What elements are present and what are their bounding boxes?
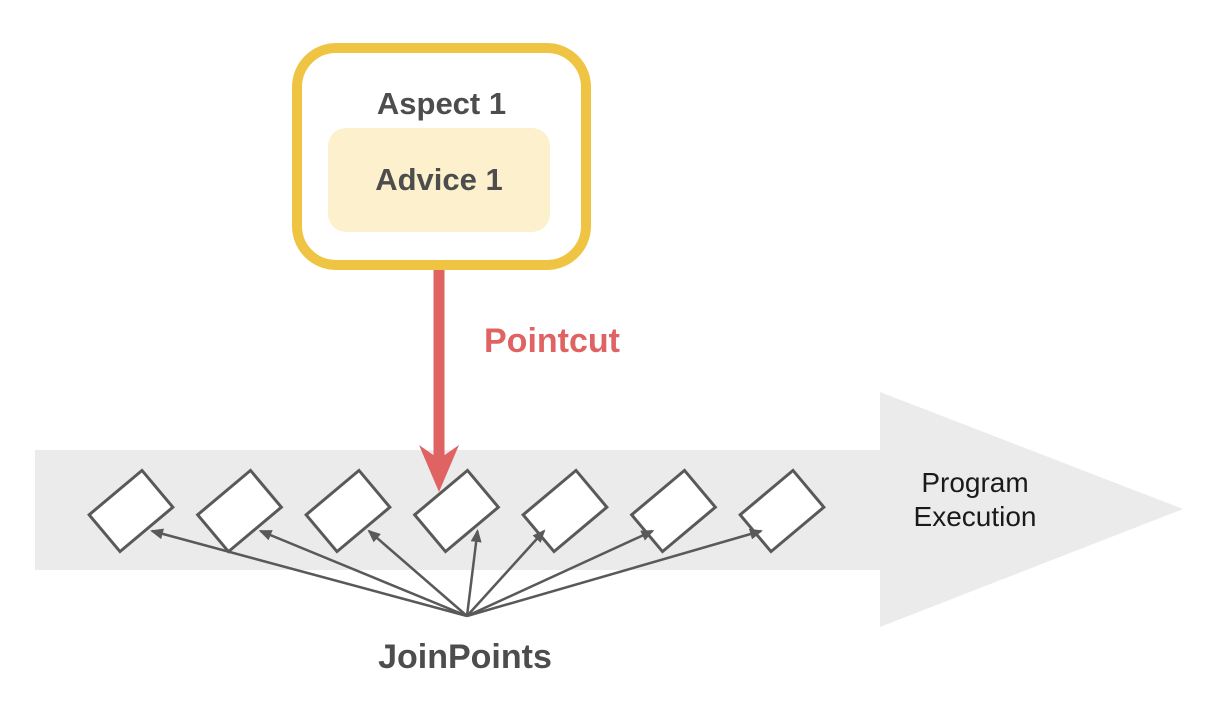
pointcut-label: Pointcut [484,322,620,360]
joinpoint-fan-arrow [466,528,763,618]
aspect-label: Aspect 1 [376,86,507,121]
joinpoints-label: JoinPoints [378,638,552,676]
pointcut-arrow-head [419,445,459,492]
advice-label: Advice 1 [375,162,503,197]
joinpoint-fan-arrow [465,529,482,617]
program-execution-label: Program Execution [913,467,1037,532]
joinpoint-fan-arrow [466,529,546,617]
joinpoint-diamond [87,468,175,554]
joinpoint-fan-arrow [367,529,468,617]
joinpoint-fan-arrow [150,528,468,618]
joinpoint-fan-arrow [466,529,655,618]
advice-box: Advice 1 [328,128,550,232]
program-execution-arrow [35,392,1183,627]
joinpoint-diamond [195,468,284,554]
joinpoint-fan-arrow [258,529,468,618]
joinpoint-diamond [304,468,392,554]
